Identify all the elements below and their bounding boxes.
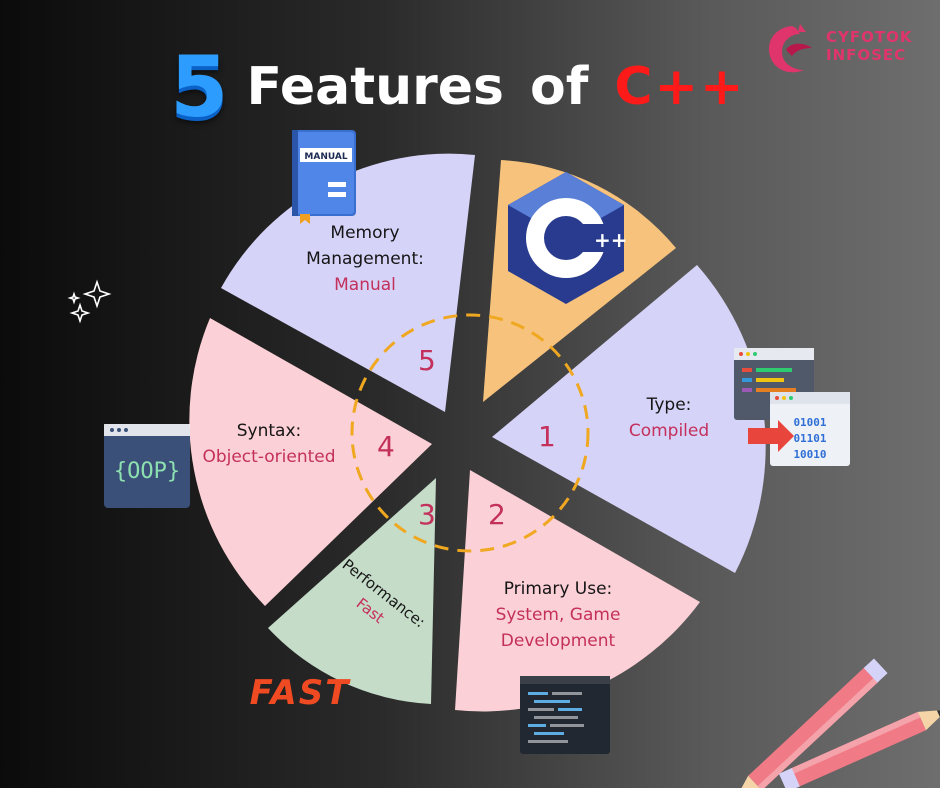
- fast-speed-label: FAST: [250, 673, 352, 713]
- pencil-icon: [733, 658, 940, 788]
- svg-text:10010: 10010: [793, 448, 826, 461]
- feature-primary-use-value-1: System, Game: [495, 605, 621, 625]
- feature-number-3: 3: [418, 498, 436, 531]
- feature-number-2: 2: [488, 498, 506, 531]
- sector-primary-use: [455, 470, 700, 712]
- feature-syntax-value: Object-oriented: [202, 447, 336, 467]
- feature-type-value: Compiled: [628, 421, 710, 441]
- feature-syntax-label: Syntax: Object-oriented: [186, 418, 352, 470]
- oop-window-icon: [104, 424, 190, 508]
- page-title: 5 Features of C++: [170, 38, 746, 136]
- feature-memory-value: Manual: [334, 275, 396, 295]
- feature-number-5: 5: [418, 344, 436, 377]
- title-word: Features: [246, 57, 504, 117]
- feature-primary-use-key: Primary Use:: [503, 579, 613, 599]
- sector-performance: [268, 478, 436, 704]
- code-editor-icon: [520, 676, 610, 754]
- feature-primary-use-label: Primary Use: System, Game Development: [480, 576, 636, 654]
- oop-label: {OOP}: [114, 459, 180, 484]
- phoenix-icon: [768, 24, 812, 73]
- feature-primary-use-value-2: Development: [500, 631, 616, 651]
- manual-book-label: MANUAL: [304, 152, 347, 162]
- sector-syntax: [189, 318, 432, 606]
- cpp-logo-plus: ++: [594, 228, 628, 252]
- dashed-ring: [350, 313, 590, 553]
- svg-text:01101: 01101: [793, 432, 826, 445]
- feature-syntax-key: Syntax:: [236, 421, 302, 441]
- feature-type-key: Type:: [646, 395, 692, 415]
- title-language: C++: [614, 57, 746, 117]
- sector-memory: [221, 153, 475, 412]
- sector-type: [492, 265, 766, 573]
- feature-number-1: 1: [538, 420, 556, 453]
- feature-number-4: 4: [377, 430, 395, 463]
- title-of: of: [529, 57, 589, 117]
- svg-text:01001: 01001: [793, 416, 826, 429]
- manual-book-icon: [292, 130, 356, 224]
- sparkle-icon: [67, 279, 112, 324]
- feature-memory-key-2: Management:: [306, 249, 424, 269]
- feature-memory-label: Memory Management: Manual: [290, 220, 440, 298]
- feature-type-label: Type: Compiled: [604, 392, 734, 444]
- title-number: 5: [170, 38, 229, 136]
- brand-logo: CYFOTOK INFOSEC: [760, 20, 930, 80]
- brand-name-line2: INFOSEC: [826, 46, 907, 64]
- feature-memory-key-1: Memory: [330, 223, 400, 243]
- cpp-logo-icon: [508, 172, 624, 304]
- compile-icon: 01001 01101 10010: [734, 348, 850, 466]
- brand-name-line1: CYFOTOK: [826, 28, 913, 46]
